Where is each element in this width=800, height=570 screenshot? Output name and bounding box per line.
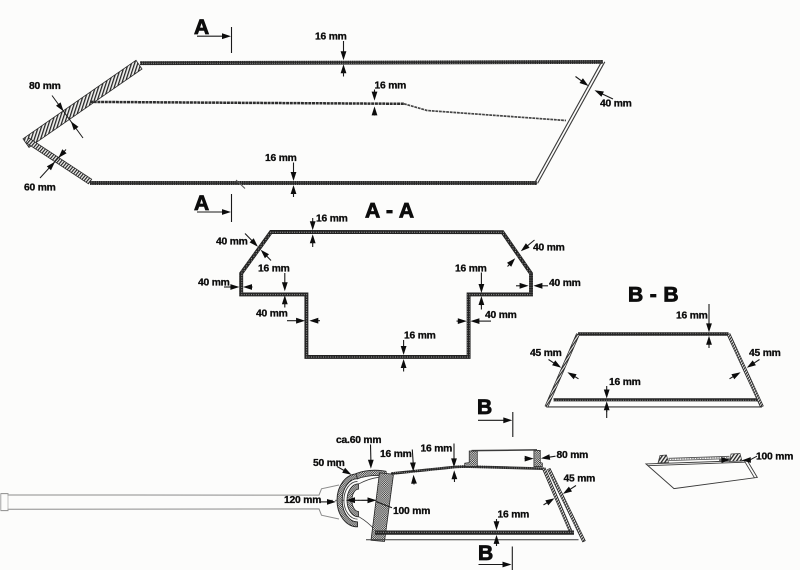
svg-text:16 mm: 16 mm	[498, 510, 530, 521]
svg-text:16 mm: 16 mm	[315, 32, 347, 43]
svg-text:40 mm: 40 mm	[533, 243, 565, 254]
svg-text:40 mm: 40 mm	[216, 237, 248, 248]
svg-text:B: B	[478, 542, 494, 565]
svg-text:16 mm: 16 mm	[258, 264, 290, 275]
svg-text:100 mm: 100 mm	[756, 452, 793, 463]
svg-text:16 mm: 16 mm	[609, 377, 641, 388]
svg-text:40 mm: 40 mm	[198, 278, 230, 289]
svg-text:A - A: A - A	[365, 200, 414, 223]
svg-text:16 mm: 16 mm	[421, 444, 453, 455]
svg-text:120 mm: 120 mm	[284, 495, 321, 506]
svg-text:40 mm: 40 mm	[256, 309, 288, 320]
svg-text:A: A	[194, 192, 210, 215]
svg-text:40 mm: 40 mm	[485, 310, 517, 321]
svg-text:16 mm: 16 mm	[316, 214, 348, 225]
svg-text:40 mm: 40 mm	[549, 278, 581, 289]
svg-text:100 mm: 100 mm	[393, 506, 430, 517]
svg-text:45 mm: 45 mm	[749, 348, 781, 359]
svg-text:ca.60 mm: ca.60 mm	[336, 435, 381, 446]
svg-text:B - B: B - B	[628, 284, 679, 307]
svg-text:40 mm: 40 mm	[600, 99, 632, 110]
svg-text:80 mm: 80 mm	[29, 81, 61, 92]
svg-text:16 mm: 16 mm	[265, 153, 297, 164]
svg-text:45 mm: 45 mm	[564, 474, 596, 485]
svg-text:50 mm: 50 mm	[313, 458, 345, 469]
svg-text:16 mm: 16 mm	[404, 331, 436, 342]
svg-text:45 mm: 45 mm	[530, 348, 562, 359]
svg-text:80 mm: 80 mm	[557, 450, 589, 461]
svg-text:16 mm: 16 mm	[455, 263, 487, 274]
svg-text:A: A	[194, 16, 210, 39]
svg-text:60 mm: 60 mm	[24, 183, 56, 194]
svg-text:16 mm: 16 mm	[676, 311, 708, 322]
svg-text:16 mm: 16 mm	[380, 449, 412, 460]
svg-text:B: B	[477, 396, 493, 419]
svg-text:16 mm: 16 mm	[375, 81, 407, 92]
